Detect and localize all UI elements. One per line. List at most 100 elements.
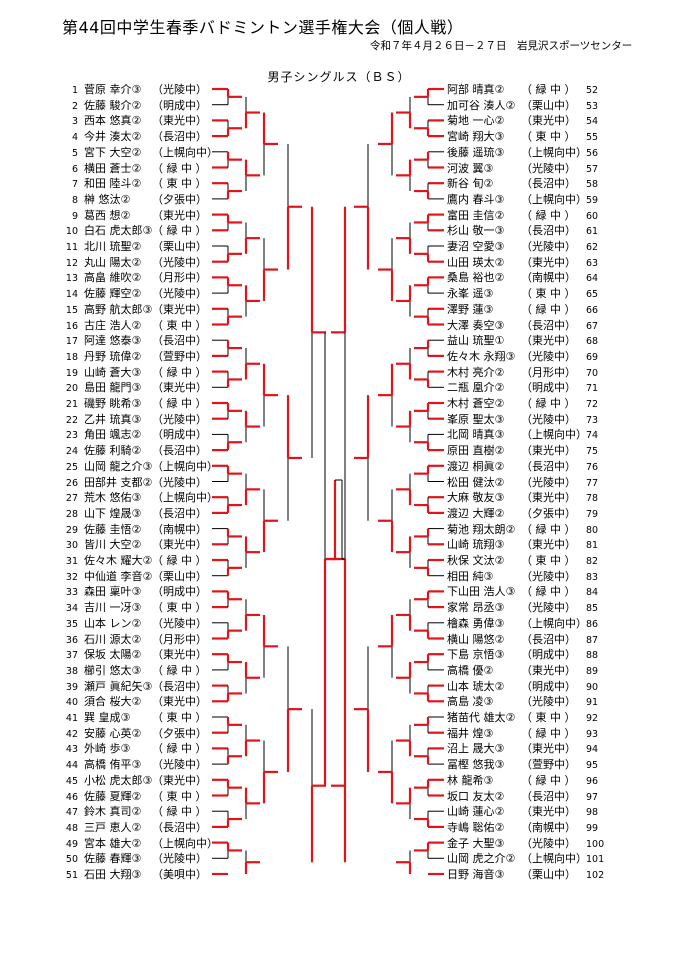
player-row: 二瓶 凰介②（明成中）71	[447, 380, 645, 395]
seed-number: 59	[586, 194, 599, 206]
team-name: （栗山中）	[152, 569, 207, 583]
player-name: 保坂 太陽②	[84, 648, 142, 662]
seed-number: 20	[65, 383, 78, 395]
team-name: （東光中）	[521, 491, 576, 505]
team-name: （ 緑 中 ）	[521, 397, 576, 410]
team-name: （上幌向中）	[521, 192, 587, 206]
player-name: 三戸 恵人②	[84, 820, 142, 834]
team-name: （光陵中）	[521, 695, 576, 709]
team-name: （上幌向中）	[152, 491, 218, 505]
seed-number: 24	[65, 446, 78, 458]
team-name: （東光中）	[521, 538, 576, 552]
player-name: 山岡 龍之介③	[84, 459, 153, 473]
seed-number: 64	[586, 273, 599, 285]
seed-number: 41	[65, 713, 78, 724]
team-name: （東光中）	[521, 805, 576, 819]
team-name: （上幌向中）	[152, 145, 218, 159]
seed-number: 1	[71, 85, 78, 96]
player-name: 高島 凌③	[447, 695, 494, 709]
player-name: 佐藤 夏輝②	[84, 789, 142, 803]
seed-number: 100	[586, 838, 605, 850]
player-name: 山崎 蒼大③	[84, 365, 142, 379]
team-name: （萱野中）	[152, 349, 207, 363]
player-name: 佐藤 輝空②	[84, 287, 142, 301]
team-name: （明成中）	[521, 648, 576, 662]
player-name: 桑島 裕也②	[447, 271, 505, 285]
team-name: （東光中）	[152, 208, 207, 222]
seed-number: 85	[586, 603, 599, 615]
team-name: （ 緑 中 ）	[152, 224, 207, 238]
seed-number: 14	[65, 289, 78, 301]
team-name: （上幌向中）	[152, 836, 218, 850]
player-name: 小松 虎太郎③	[84, 773, 153, 787]
seed-number: 34	[65, 603, 78, 615]
seed-number: 74	[586, 430, 599, 442]
player-name: 佐藤 利騎②	[84, 444, 142, 458]
player-row: 阿部 晴真②（ 緑 中 ）52	[447, 82, 645, 97]
player-name: 木村 蒼空②	[447, 397, 505, 410]
player-name: 渡辺 大輝②	[447, 506, 505, 520]
team-name: （光陵中）	[152, 412, 207, 426]
seed-number: 76	[586, 461, 599, 473]
team-name: （東光中）	[152, 773, 207, 787]
player-name: 林 龍希③	[447, 773, 494, 787]
team-name: （ 東 中 ）	[521, 130, 576, 144]
player-row: 寺嶋 聡佑②（南幌中）99	[447, 820, 645, 835]
seed-number: 56	[586, 147, 599, 159]
seed-number: 80	[586, 524, 599, 536]
team-name: （ 緑 中 ）	[152, 365, 207, 379]
team-name: （光陵中）	[521, 569, 576, 583]
player-row: 桑島 裕也②（南幌中）64	[447, 270, 645, 285]
seed-number: 37	[65, 650, 78, 662]
seed-number: 47	[65, 807, 78, 819]
seed-number: 65	[586, 289, 599, 301]
team-name: （東光中）	[521, 742, 576, 756]
player-row: 原田 直樹②（東光中）75	[447, 443, 645, 458]
seed-number: 32	[65, 571, 78, 583]
player-row: 金子 大聖③（光陵中）100	[447, 836, 645, 851]
seed-number: 10	[65, 226, 78, 238]
player-row: 北岡 晴真③（上幌向中）74	[447, 427, 645, 442]
player-name: 佐々木 耀大②	[84, 554, 153, 567]
seed-number: 81	[586, 540, 599, 552]
player-row: 宮崎 翔大③（ 東 中 ）55	[447, 129, 645, 144]
player-name: 宮下 大空②	[84, 145, 142, 159]
player-name: 高畠 維吹②	[84, 271, 142, 285]
player-name: 島田 龍門③	[84, 381, 142, 395]
seed-number: 35	[65, 618, 78, 630]
seed-number: 18	[65, 351, 78, 363]
player-name: 吉川 一冴③	[84, 601, 142, 615]
player-name: 阿達 悠泰③	[84, 334, 142, 348]
player-name: 田部井 支都②	[84, 475, 153, 489]
player-name: 加可谷 湊人②	[447, 98, 516, 112]
seed-number: 95	[586, 760, 599, 772]
player-row: 相田 純③（光陵中）83	[447, 569, 645, 584]
team-name: （ 緑 中 ）	[152, 663, 207, 677]
player-row: 家常 昂丞③（光陵中）85	[447, 600, 645, 615]
seed-number: 84	[586, 587, 599, 599]
seed-number: 62	[586, 242, 599, 253]
team-name: （栗山中）	[521, 98, 576, 112]
player-name: 大麻 敬友③	[447, 491, 505, 505]
seed-number: 72	[586, 399, 599, 410]
seed-number: 102	[586, 870, 605, 881]
team-name: （上幌向中）	[521, 145, 587, 159]
team-name: （上幌向中）	[152, 459, 218, 473]
seed-number: 8	[71, 194, 78, 206]
seed-number: 71	[586, 383, 599, 395]
player-row: 坂口 友太②（長沼中）97	[447, 789, 645, 804]
player-name: 後藤 遥琉③	[447, 145, 505, 159]
player-name: 白石 虎太郎③	[84, 224, 153, 238]
team-name: （美唄中）	[152, 868, 207, 881]
team-name: （光陵中）	[152, 758, 207, 772]
